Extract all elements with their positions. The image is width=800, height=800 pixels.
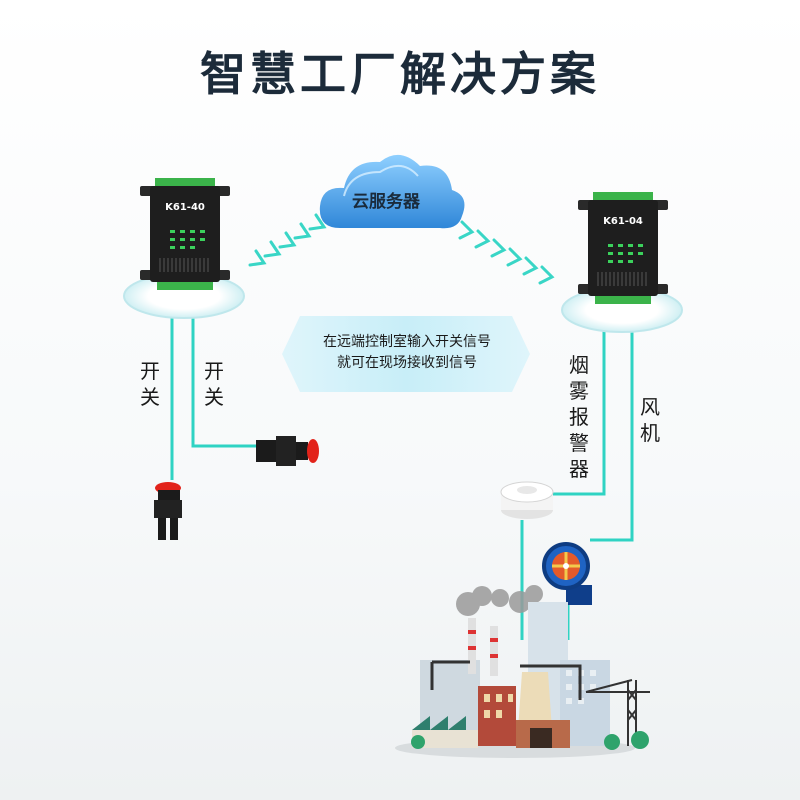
switch-label-2-char-2: 关	[204, 385, 224, 409]
fan-label: 风 机	[638, 394, 662, 446]
switch-button-horizontal-icon	[256, 436, 319, 466]
switch-label-1-char-1: 开	[140, 359, 160, 383]
cloud-icon	[319, 154, 465, 229]
note-box: 在远端控制室输入开关信号 就可在现场接收到信号	[292, 316, 522, 392]
smoke-alarm-char-3: 报	[569, 405, 589, 429]
smoke-alarm-char-1: 烟	[569, 353, 589, 377]
cloud-server-label: 云服务器	[352, 192, 420, 212]
note-line-1: 在远端控制室输入开关信号	[323, 334, 491, 350]
signal-chevrons-right	[458, 220, 555, 285]
switch-label-2: 开 关	[202, 358, 226, 410]
page-title: 智慧工厂解决方案	[200, 47, 600, 101]
switch-label-2-char-1: 开	[204, 359, 224, 383]
smoke-alarm-char-4: 警	[569, 431, 589, 455]
switch-button-vertical-icon	[154, 482, 182, 540]
note-background	[282, 316, 530, 392]
switch-label-1-char-2: 关	[140, 385, 160, 409]
smoke-alarm-label: 烟 雾 报 警 器	[567, 352, 591, 482]
factory-illustration	[395, 585, 650, 758]
fan-icon	[542, 542, 592, 605]
device-left-label: K61-40	[165, 202, 205, 213]
fan-label-char-1: 风	[640, 395, 660, 419]
device-left-module	[140, 178, 230, 290]
smoke-detector-icon	[500, 481, 554, 519]
device-right-label: K61-04	[603, 216, 643, 227]
note-line-2: 就可在现场接收到信号	[337, 355, 477, 371]
device-right-module	[578, 192, 668, 304]
fan-label-char-2: 机	[640, 421, 660, 445]
smoke-alarm-char-2: 雾	[569, 379, 589, 403]
smoke-alarm-char-5: 器	[569, 457, 589, 481]
switch-label-1: 开 关	[138, 358, 162, 410]
connection-lines	[170, 318, 634, 640]
